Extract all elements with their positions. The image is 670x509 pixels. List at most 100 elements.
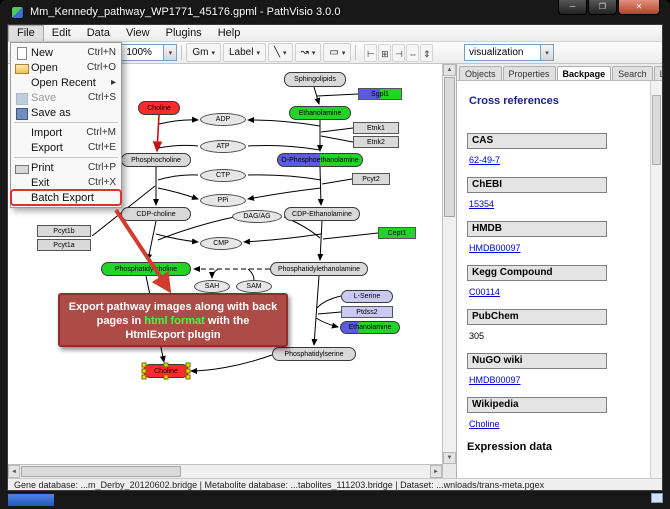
tab-backpage[interactable]: Backpage [556,66,612,80]
xref-link[interactable]: Choline [469,419,500,429]
menu-view[interactable]: View [125,27,150,39]
node-dag[interactable]: DAG/AG [232,210,282,223]
label-tool[interactable]: Label▾ [222,43,266,62]
scroll-left-button[interactable]: ◄ [8,465,20,478]
pathway-edge[interactable] [247,187,322,201]
node-ptdss2[interactable]: Ptdss2 [341,306,393,318]
canvas-vertical-scrollbar[interactable]: ▲ ▼ [442,64,456,478]
pathway-edge[interactable] [316,93,359,97]
node-phosphocholine[interactable]: Phosphocholine [121,153,191,167]
menu-file[interactable]: File [8,25,44,41]
menu-plugins[interactable]: Plugins [165,27,202,39]
titlebar[interactable]: Mm_Kennedy_pathway_WP1771_45176.gpml - P… [7,0,663,24]
selection-handle[interactable] [141,368,147,374]
node-cept1[interactable]: Cept1 [378,227,416,239]
xref-link[interactable]: 62-49-7 [469,155,501,165]
pathway-edge[interactable] [152,114,163,153]
xref-link[interactable]: HMDB00097 [469,375,521,385]
chevron-down-icon[interactable]: ▾ [311,49,316,57]
selection-handle[interactable] [185,362,191,368]
xref-link[interactable]: C00114 [469,287,500,297]
pathway-edge[interactable] [247,268,255,281]
node-o-phosphoethanolamine[interactable]: O-Phosphoethanolamine [277,153,363,167]
align-center[interactable]: ⊞ [378,43,392,62]
pathway-edge[interactable] [321,178,353,185]
node-phosphatidylcholine[interactable]: Phosphatidylcholine [101,262,191,276]
menu-data[interactable]: Data [86,27,110,39]
selection-handle[interactable] [163,362,169,368]
selection-handle[interactable] [141,374,147,380]
pathway-edge[interactable] [322,232,379,240]
pathway-edge[interactable] [190,354,273,374]
selection-handle[interactable] [185,374,191,380]
common-width[interactable]: ⇔ [406,43,420,62]
pathway-edge[interactable] [311,275,320,346]
chevron-down-icon[interactable]: ▾ [163,45,177,60]
connector-tool[interactable]: ↝▾ [294,43,322,62]
scroll-down-button[interactable]: ▼ [443,452,456,464]
node-choline-top[interactable]: Choline [138,101,180,115]
node-sgpl1[interactable]: Sgpl1 [358,88,402,100]
vertical-scrollbar-thumb[interactable] [444,77,455,217]
node-cmp[interactable]: CMP [200,237,242,250]
chevron-down-icon[interactable]: ▾ [540,45,553,60]
gene-product-tool[interactable]: Gm▾ [186,43,221,62]
selection-handle[interactable] [163,374,169,380]
chevron-down-icon[interactable]: ▾ [256,49,260,57]
node-pcyt2[interactable]: Pcyt2 [352,173,390,185]
sidebar-scrollbar[interactable] [650,81,662,478]
pathway-edge[interactable] [247,117,321,127]
pathway-edge[interactable] [158,116,199,125]
scroll-up-button[interactable]: ▲ [443,64,456,76]
selection-handle[interactable] [141,362,147,368]
node-ethanolamine[interactable]: Ethanolamine [289,106,351,120]
node-ppi[interactable]: PPi [200,194,246,207]
menu-edit[interactable]: Edit [51,27,71,39]
tab-search[interactable]: Search [612,66,653,80]
canvas-horizontal-scrollbar[interactable]: ◄ ► [8,464,442,478]
file-menu-item-batch-export[interactable]: Batch Export [10,189,122,206]
pathway-edge[interactable] [320,127,354,133]
node-pcyt1b[interactable]: Pcyt1b [37,225,91,237]
minimize-button[interactable]: ─ [558,0,587,15]
file-menu-item-open-recent[interactable]: Open Recent▸ [11,75,121,90]
scroll-right-button[interactable]: ► [430,465,442,478]
pathway-edge[interactable] [317,220,324,261]
close-button[interactable]: ✕ [618,0,660,15]
maximize-button[interactable]: ❐ [588,0,617,15]
pathway-edge[interactable] [157,187,199,200]
selection-handle[interactable] [185,368,191,374]
node-sam[interactable]: SAM [236,280,272,293]
sidebar-scrollbar-thumb[interactable] [652,95,661,165]
zoom-combobox[interactable]: 100% ▾ [121,44,178,61]
node-pcyt1a[interactable]: Pcyt1a [37,239,91,251]
pathway-edge[interactable] [243,233,322,245]
align-left[interactable]: ⊢ [364,43,378,62]
tab-legend[interactable]: Legend [653,66,662,80]
pathway-edge[interactable] [316,295,342,309]
node-phosphatidylserine[interactable]: Phosphatidylserine [272,347,356,361]
shape-tool[interactable]: ▭▾ [323,43,352,62]
common-height[interactable]: ⇕ [420,43,434,62]
pathway-edge[interactable] [157,144,199,149]
pathway-edge[interactable] [313,86,321,105]
pathway-edge[interactable] [247,174,322,181]
align-right[interactable]: ⊣ [392,43,406,62]
chevron-down-icon[interactable]: ▾ [282,49,287,57]
line-tool[interactable]: ╲▾ [267,43,293,62]
node-cdp-ethanolamine[interactable]: CDP-Ethanolamine [284,207,360,221]
pathway-edge[interactable] [157,174,199,181]
xref-link[interactable]: HMDB00097 [469,243,521,253]
pathway-edge[interactable] [315,317,339,329]
chevron-down-icon[interactable]: ▾ [341,49,346,57]
node-sphingolipids[interactable]: Sphingolipids [284,72,346,87]
tab-properties[interactable]: Properties [502,66,556,80]
node-sah[interactable]: SAH [194,280,230,293]
